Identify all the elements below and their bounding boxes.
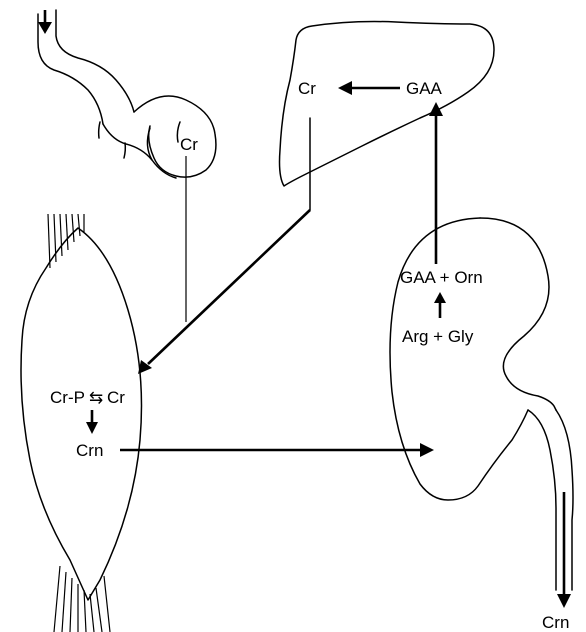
gut-cr-label: Cr (180, 135, 198, 154)
arg-gly-to-gaa-arrow (434, 292, 446, 318)
gaa-to-cr-arrowhead (338, 81, 352, 95)
liver-organ (280, 22, 495, 187)
muscle-cr-label: Cr (107, 388, 125, 407)
muscle-belly-outline (21, 228, 142, 600)
crp-to-crn-arrowhead (86, 422, 98, 434)
excretion-arrow (557, 492, 571, 608)
muscle-organ (21, 214, 142, 632)
creatine-exchange-symbol: ⇆ (89, 388, 103, 407)
muscle-crp-label: Cr-P (50, 388, 85, 407)
ingestion-arrow (38, 10, 52, 34)
liver-to-muscle-arrow (138, 118, 310, 374)
ingestion-arrowhead (38, 22, 52, 34)
esophagus-right-wall (56, 10, 134, 112)
kidney-arg-gly-label: Arg + Gly (402, 327, 474, 346)
liver-to-muscle-shaft (148, 210, 310, 364)
excretion-arrowhead (557, 594, 571, 608)
intestine-loops (103, 124, 176, 178)
kidney-organ (480, 218, 556, 410)
kidney-to-liver-arrow (429, 102, 443, 264)
muscle-to-kidney-arrowhead (420, 443, 434, 457)
arg-gly-to-gaa-arrowhead (434, 292, 446, 303)
gaa-to-liver-cr-arrow (338, 81, 400, 95)
kidney-outer-edge (390, 218, 528, 500)
esophagus-left-wall (38, 14, 103, 124)
urine-crn-label: Crn (542, 613, 569, 632)
muscle-to-kidney-arrow (120, 443, 434, 457)
liver-gaa-label: GAA (406, 79, 443, 98)
stomach-outline (134, 96, 216, 177)
crp-to-crn-arrow (86, 410, 98, 434)
intestine-fold-2 (124, 143, 125, 158)
ureter-left-wall (528, 410, 556, 590)
muscle-crn-label: Crn (76, 441, 103, 460)
intestine-fold-1 (99, 122, 100, 138)
liver-cr-label: Cr (298, 79, 316, 98)
kidney-gaa-orn-label: GAA + Orn (400, 268, 483, 287)
